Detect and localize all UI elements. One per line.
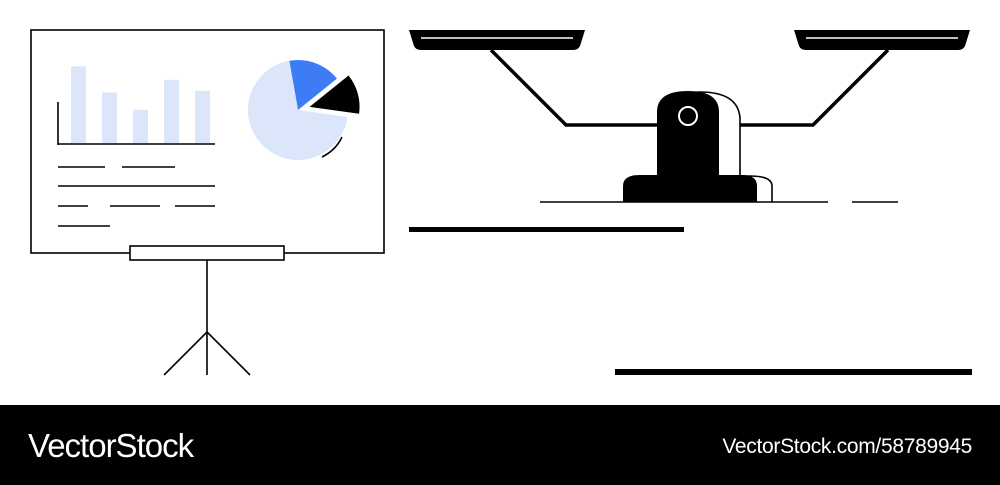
- scale-base-outline: [640, 175, 773, 202]
- scale-pan-left: [409, 30, 585, 50]
- bar-chart-icon: [57, 66, 215, 145]
- watermark-footer: VectorStock VectorStock.com/58789945: [0, 405, 1000, 485]
- scale-pan-right: [794, 30, 970, 50]
- scale-pillar: [657, 91, 719, 178]
- pie-chart-icon: [247, 60, 360, 160]
- pie-accent-arc: [321, 136, 343, 158]
- pie-slice-blue: [289, 60, 337, 110]
- floor-line: [409, 227, 684, 232]
- bar: [102, 92, 117, 143]
- board-tray: [129, 245, 285, 261]
- scale-arm-right: [730, 48, 890, 127]
- scale-base: [623, 175, 757, 202]
- balance-scale-icon: [409, 30, 970, 203]
- pie-slice-black: [309, 75, 360, 114]
- floor-line: [615, 369, 972, 375]
- illustration-canvas: [30, 29, 972, 376]
- scale-pivot: [678, 106, 698, 126]
- scale-arm-left: [489, 48, 658, 127]
- image-credit: VectorStock.com/58789945: [722, 435, 972, 458]
- bar: [195, 90, 210, 143]
- bar: [71, 66, 86, 143]
- brand-logo: VectorStock: [28, 427, 194, 464]
- bar: [164, 79, 179, 143]
- presentation-board-icon: [30, 29, 385, 376]
- bar: [133, 109, 148, 143]
- pie-slice-light: [247, 60, 348, 160]
- tripod-stand: [163, 260, 251, 376]
- text-placeholder-lines: [58, 166, 215, 227]
